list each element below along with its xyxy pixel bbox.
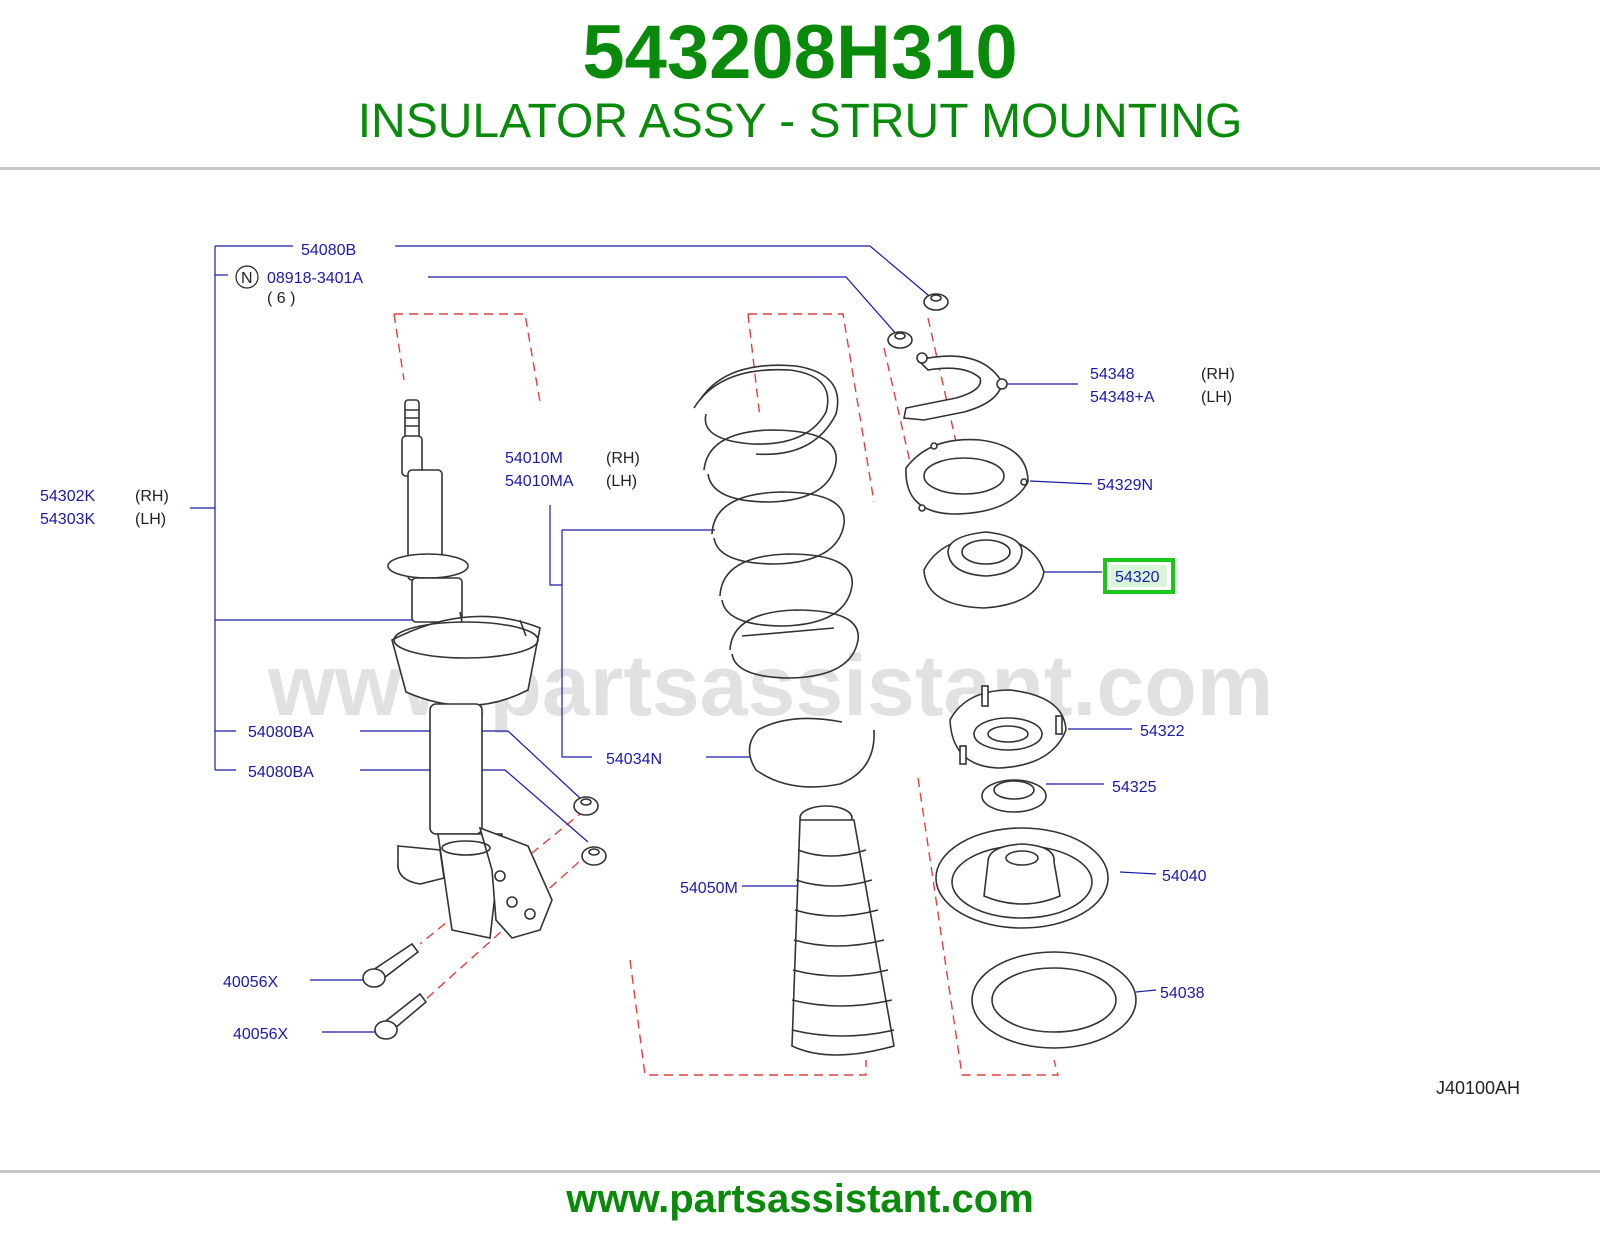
label-quantity: ( 6 ) [267,290,295,307]
label-lh: (LH) [606,473,637,490]
coil-spring [693,364,859,679]
highlight-box [1103,558,1175,594]
upper-spring-seat [949,685,1067,769]
label-54329N[interactable]: 54329N [1097,477,1153,494]
label-rh: (RH) [1201,366,1235,383]
mount-bracket [903,352,1008,421]
dust-boot [791,805,895,1056]
leader-lines [190,245,1157,1033]
label-54038[interactable]: 54038 [1160,985,1205,1002]
label-rh: (RH) [135,488,169,505]
label-54050M[interactable]: 54050M [680,880,738,897]
label-54348[interactable]: 54348 [1090,366,1135,383]
footer-divider [0,1170,1600,1173]
label-08918-3401A[interactable]: 08918-3401A [267,270,363,287]
label-54080BA-lower[interactable]: 54080BA [248,764,314,781]
label-54010M[interactable]: 54010M [505,450,563,467]
diagram-code: J40100AH [1436,1078,1520,1098]
spring-rubber-seat [971,951,1137,1049]
label-lh: (LH) [1201,389,1232,406]
label-54010MA[interactable]: 54010MA [505,473,574,490]
label-54040[interactable]: 54040 [1162,868,1207,885]
note-n-circle [235,265,259,289]
strut-assembly [387,399,553,939]
label-54320-highlighted[interactable]: 54320 [1115,569,1160,586]
label-54322[interactable]: 54322 [1140,723,1185,740]
label-rh: (RH) [606,450,640,467]
highlight-fill [1111,565,1167,587]
label-54080BA-upper[interactable]: 54080BA [248,724,314,741]
part-number-title: 543208H310 [582,10,1018,95]
note-n-mark: N [241,270,253,287]
fasteners [362,293,949,1040]
label-54325[interactable]: 54325 [1112,779,1157,796]
mount-plate [905,438,1029,515]
label-54348-A[interactable]: 54348+A [1090,389,1155,406]
label-40056X-lower[interactable]: 40056X [233,1026,288,1043]
label-54080B[interactable]: 54080B [301,242,356,259]
part-name-subtitle: INSULATOR ASSY - STRUT MOUNTING [357,95,1243,148]
label-54303K[interactable]: 54303K [40,511,95,528]
label-54034N[interactable]: 54034N [606,751,662,768]
spring-seat [935,827,1109,929]
bearing [981,779,1047,813]
footer-url-link[interactable]: www.partsassistant.com [566,1177,1034,1221]
header-divider [0,167,1600,170]
bump-ring [748,717,875,788]
label-lh: (LH) [135,511,166,528]
strut-mount-insulator [923,531,1045,609]
label-40056X-upper[interactable]: 40056X [223,974,278,991]
label-54302K[interactable]: 54302K [40,488,95,505]
